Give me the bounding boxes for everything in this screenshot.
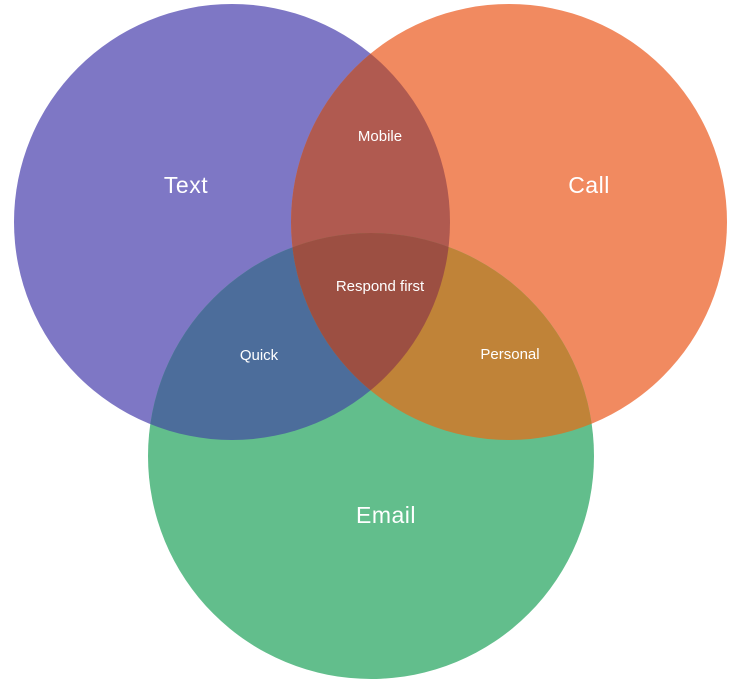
respond-first-overlap-label: Respond first: [336, 278, 425, 295]
email-set-label: Email: [356, 502, 416, 528]
call-email-overlap-region: [291, 233, 594, 440]
call-set-label: Call: [568, 172, 610, 198]
quick-overlap-label: Quick: [240, 347, 279, 364]
text-email-overlap-region: [148, 233, 450, 440]
text-set-label: Text: [164, 172, 208, 198]
mobile-overlap-label: Mobile: [358, 128, 402, 145]
personal-overlap-label: Personal: [480, 346, 539, 363]
